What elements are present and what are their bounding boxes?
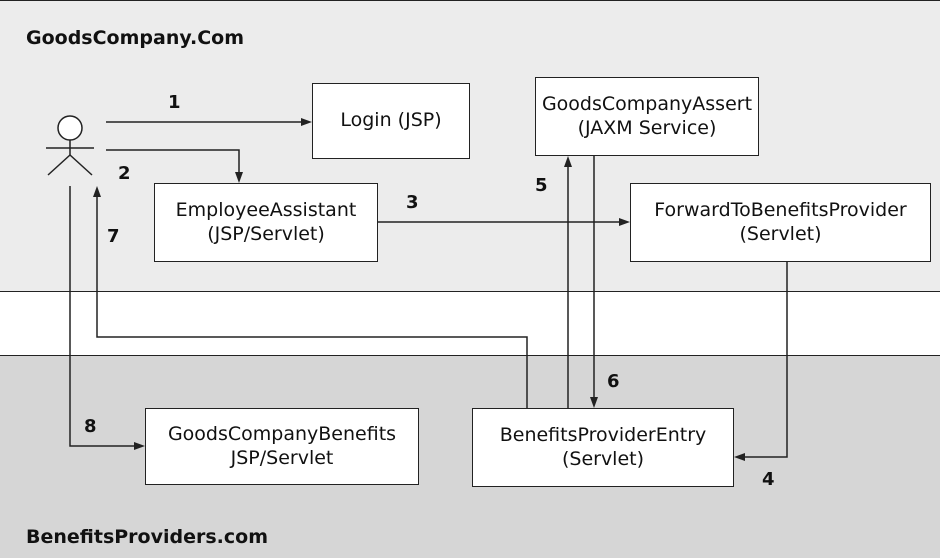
goodscompanybenefits-label: GoodsCompanyBenefits: [167, 422, 397, 445]
goodscompanybenefits-box: GoodsCompanyBenefits JSP/Servlet: [145, 408, 419, 485]
goodscompanyassert-label: GoodsCompanyAssert: [541, 92, 753, 115]
step-7-label: 7: [107, 226, 120, 247]
step-5-label: 5: [535, 175, 548, 196]
step-3-label: 3: [406, 192, 419, 213]
employeeassistant-sublabel: (JSP/Servlet): [207, 222, 325, 245]
employeeassistant-box: EmployeeAssistant (JSP/Servlet): [154, 183, 378, 262]
benefitsproviders-region-title: BenefitsProviders.com: [26, 526, 268, 548]
goodscompany-region-title: GoodsCompany.Com: [26, 27, 245, 49]
benefitsproviders-region: BenefitsProviders.com: [0, 355, 940, 558]
step-2-label: 2: [118, 163, 131, 184]
goodscompanyassert-box: GoodsCompanyAssert (JAXM Service): [535, 77, 759, 156]
step-1-label: 1: [168, 92, 181, 113]
benefitsproviderentry-box: BenefitsProviderEntry (Servlet): [472, 408, 734, 487]
login-jsp-box: Login (JSP): [312, 83, 470, 159]
forwardtobenefitsprovider-box: ForwardToBenefitsProvider (Servlet): [630, 183, 931, 262]
step-4-label: 4: [762, 469, 775, 490]
forwardtobenefitsprovider-sublabel: (Servlet): [739, 222, 822, 245]
step-8-label: 8: [84, 416, 97, 437]
benefitsproviderentry-sublabel: (Servlet): [561, 447, 645, 470]
step-6-label: 6: [607, 371, 620, 392]
forwardtobenefitsprovider-label: ForwardToBenefitsProvider: [654, 198, 907, 221]
goodscompanyassert-sublabel: (JAXM Service): [577, 116, 717, 139]
goodscompanybenefits-sublabel: JSP/Servlet: [230, 446, 334, 469]
benefitsproviderentry-label: BenefitsProviderEntry: [499, 423, 707, 446]
employeeassistant-label: EmployeeAssistant: [175, 198, 357, 221]
login-jsp-label: Login (JSP): [340, 109, 442, 132]
